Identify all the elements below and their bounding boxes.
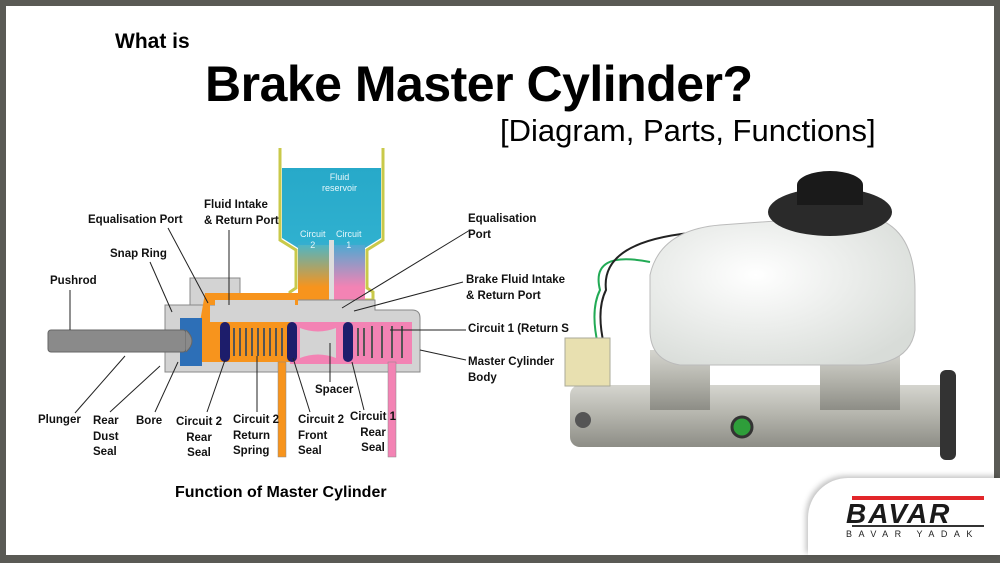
label-plunger: Plunger — [38, 414, 81, 426]
label-brake-fluid-intake: Brake Fluid Intake& Return Port — [466, 274, 566, 302]
label-equalisation-port-left: Equalisation Port — [88, 214, 183, 226]
diagram-caption: Function of Master Cylinder — [175, 484, 387, 501]
svg-text:BAVAR: BAVAR — [846, 498, 951, 529]
page-title: Brake Master Cylinder? — [205, 56, 753, 112]
label-snap-ring: Snap Ring — [110, 248, 167, 260]
what-is-heading: What is — [115, 30, 190, 53]
cylinder-body — [47, 277, 421, 458]
label-pushrod: Pushrod — [50, 275, 97, 287]
logo-subtext: BAVAR YADAK — [846, 529, 979, 539]
label-circuit-1-return: Circuit 1 (Return S — [468, 323, 569, 335]
brand-logo: BAVAR — [808, 478, 1000, 555]
page-subtitle: [Diagram, Parts, Functions] — [500, 113, 876, 148]
master-cylinder-photo — [564, 171, 956, 460]
label-spacer: Spacer — [315, 384, 354, 396]
label-fluid-intake: Fluid Intake& Return Port — [204, 199, 279, 227]
leader-lines — [69, 227, 471, 414]
label-bore: Bore — [136, 415, 163, 427]
bavar-logo-mark: BAVAR — [846, 496, 984, 529]
